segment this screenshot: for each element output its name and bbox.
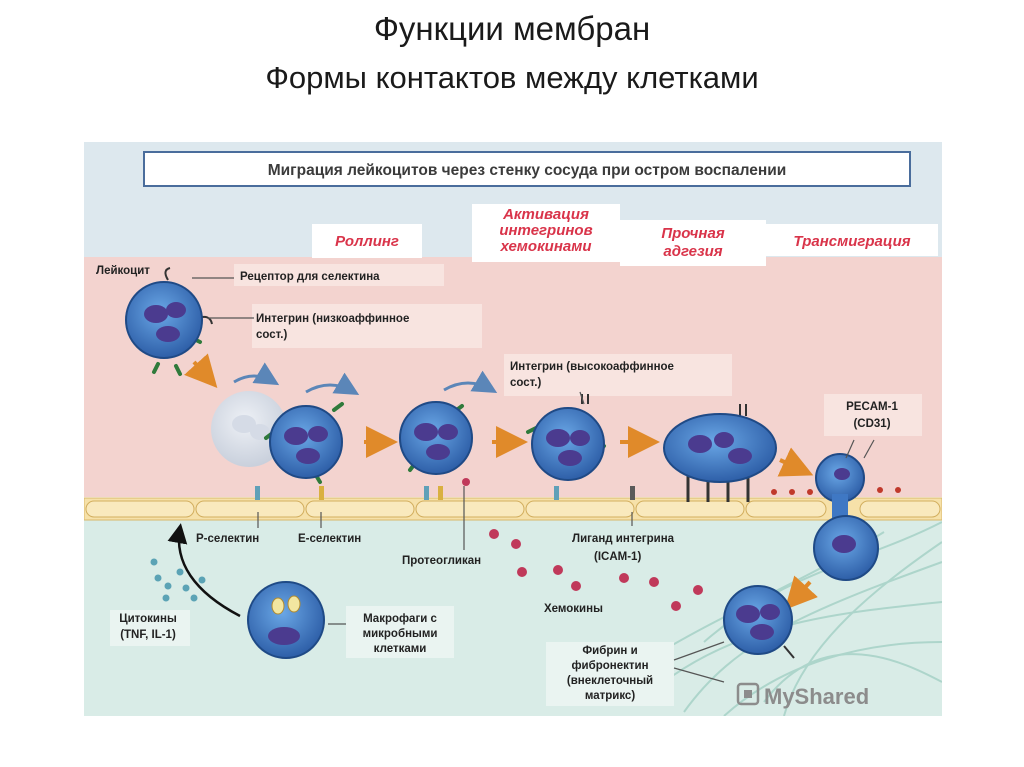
- stage-transmigration: Трансмиграция: [793, 233, 910, 250]
- stage-activation-1: Активация: [502, 206, 589, 223]
- label-integrin-high-2: сост.): [510, 377, 541, 389]
- stage-activation-2: интегринов: [499, 222, 592, 239]
- leukocyte-migration-diagram: Миграция лейкоцитов через стенку сосуда …: [84, 142, 942, 716]
- label-macrophages-2: микробными: [363, 628, 438, 640]
- stage-adhesion-1: Прочная: [661, 225, 725, 242]
- label-integrin-low-2: сост.): [256, 329, 287, 341]
- leukocyte-rolling-2: [400, 402, 472, 474]
- label-pecam-2: (CD31): [853, 418, 890, 430]
- label-fibrin-3: (внеклеточный: [567, 675, 653, 687]
- slide-title: Функции мембран: [0, 10, 1024, 48]
- label-fibrin-4: матрикс): [585, 690, 635, 702]
- stage-rolling: Роллинг: [335, 233, 399, 250]
- label-fibrin-1: Фибрин и: [582, 645, 637, 657]
- stage-activation-3: хемокинами: [500, 238, 592, 255]
- label-integrin-ligand-2: (ICAM-1): [594, 551, 641, 563]
- label-fibrin-2: фибронектин: [571, 660, 648, 672]
- label-cytokines-1: Цитокины: [119, 613, 177, 625]
- figure-header: Миграция лейкоцитов через стенку сосуда …: [268, 162, 787, 179]
- watermark-text: MyShared: [764, 684, 869, 709]
- endothelium: [84, 498, 942, 520]
- slide-subtitle: Формы контактов между клетками: [0, 60, 1024, 96]
- label-p-selectin: Р-селектин: [196, 533, 259, 545]
- label-macrophages-3: клетками: [374, 643, 427, 655]
- label-integrin-ligand-1: Лиганд интегрина: [572, 533, 675, 545]
- label-proteoglycan: Протеогликан: [402, 555, 481, 567]
- label-chemokines: Хемокины: [544, 603, 603, 615]
- label-e-selectin: Е-селектин: [298, 533, 361, 545]
- label-leukocyte: Лейкоцит: [96, 265, 150, 277]
- label-pecam-1: PECAM-1: [846, 401, 898, 413]
- macrophage: [248, 582, 324, 658]
- label-cytokines-2: (TNF, IL-1): [120, 629, 176, 641]
- label-integrin-high-1: Интегрин (высокоаффинное: [510, 361, 674, 373]
- label-selectin-receptor: Рецептор для селектина: [240, 271, 380, 283]
- label-macrophages-1: Макрофаги с: [363, 613, 437, 625]
- stage-adhesion-2: адгезия: [663, 243, 722, 260]
- label-bg: [252, 304, 482, 348]
- label-integrin-low-1: Интегрин (низкоаффинное: [256, 313, 409, 325]
